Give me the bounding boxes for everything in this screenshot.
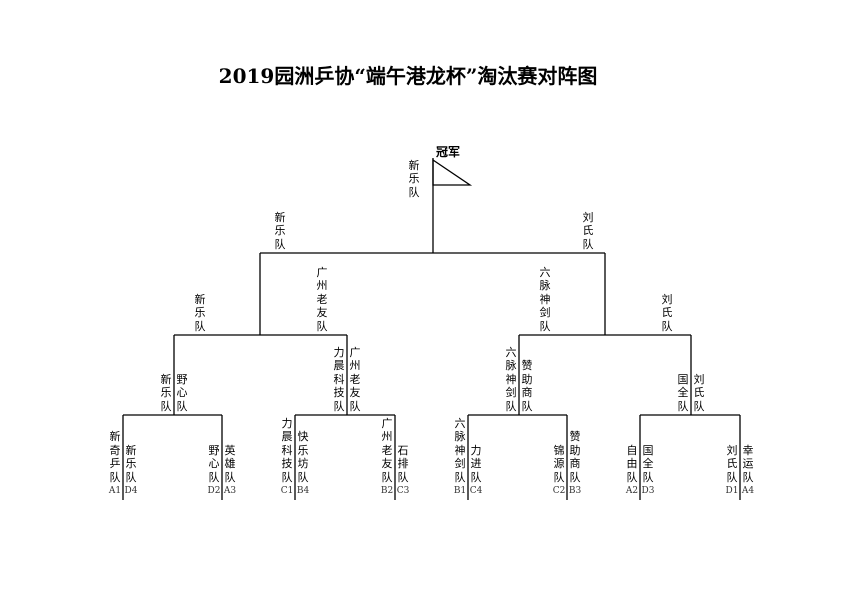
team-left: 六脉神剑队 (454, 416, 466, 484)
seed-code: C4 (469, 486, 483, 496)
seed-code: A4 (741, 486, 755, 496)
team-left: 自由队 (626, 443, 638, 484)
semifinalist: 刘氏队 (661, 292, 673, 333)
page-title: 2019园洲乒协“端午港龙杯”淘汰赛对阵图 (218, 64, 598, 88)
team-right: 国全队 (642, 443, 654, 484)
seed-code: A1 (108, 486, 122, 496)
finalist-left: 新乐队 (274, 210, 286, 251)
team-right: 赞助商队 (569, 430, 581, 484)
seed-code: D2 (207, 486, 221, 496)
seed-code: D1 (725, 486, 739, 496)
team-right: 力进队 (470, 443, 482, 484)
finalist-right: 刘氏队 (582, 210, 594, 251)
team-left: 锦源队 (553, 443, 565, 484)
quarterfinalist-left: 六脉神剑队 (505, 345, 517, 413)
team-left: 刘氏队 (726, 443, 738, 484)
team-left: 广州老友队 (381, 416, 393, 484)
team-right: 快乐坊队 (297, 430, 309, 484)
champion-team: 新乐队 (408, 158, 420, 199)
team-left: 力晨科技队 (281, 416, 293, 484)
quarterfinalist-right: 野心队 (176, 372, 188, 413)
quarterfinalist-left: 新乐队 (160, 372, 172, 413)
team-left: 新奇乒队 (109, 430, 121, 484)
quarterfinalist-right: 赞助商队 (521, 359, 533, 413)
quarterfinalist-left: 力晨科技队 (333, 345, 345, 413)
seed-code: A2 (625, 486, 639, 496)
seed-code: A3 (223, 486, 237, 496)
seed-code: B1 (453, 486, 467, 496)
seed-code: C1 (280, 486, 294, 496)
champion-label: 冠军 (436, 145, 461, 159)
seed-code: B2 (380, 486, 394, 496)
team-left: 野心队 (208, 443, 220, 484)
quarterfinalist-right: 广州老友队 (349, 345, 361, 413)
seed-code: D4 (124, 486, 138, 496)
seed-code: D3 (641, 486, 655, 496)
team-right: 新乐队 (125, 443, 137, 484)
seed-code: B3 (568, 486, 582, 496)
seed-code: C2 (552, 486, 566, 496)
champion-flag-icon (432, 158, 473, 186)
semifinalist: 广州老友队 (316, 265, 328, 333)
team-right: 英雄队 (224, 443, 236, 484)
team-right: 石排队 (397, 443, 409, 484)
seed-code: C3 (396, 486, 410, 496)
quarterfinalist-right: 刘氏队 (693, 372, 705, 413)
quarterfinalist-left: 国全队 (677, 372, 689, 413)
team-right: 幸运队 (742, 443, 754, 484)
semifinalist: 六脉神剑队 (539, 265, 551, 333)
semifinalist: 新乐队 (194, 292, 206, 333)
seed-code: B4 (296, 486, 310, 496)
